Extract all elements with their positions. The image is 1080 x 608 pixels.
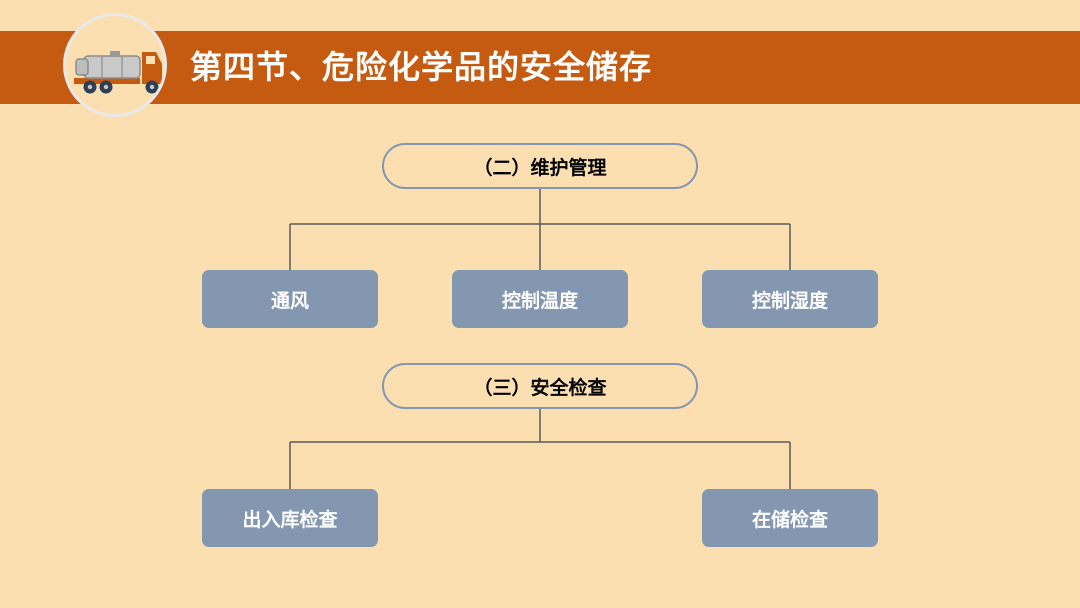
node-control-humidity: 控制湿度 xyxy=(702,270,878,328)
node-inbound-outbound-inspection: 出入库检查 xyxy=(202,489,378,547)
page-title: 第四节、危险化学品的安全储存 xyxy=(190,48,653,86)
heading-safety-inspection: （三）安全检查 xyxy=(382,363,698,409)
node-ventilation: 通风 xyxy=(202,270,378,328)
node-in-storage-inspection: 在储检查 xyxy=(702,489,878,547)
title-bar xyxy=(0,31,1080,104)
node-control-temperature: 控制温度 xyxy=(452,270,628,328)
heading-maintenance: （二）维护管理 xyxy=(382,143,698,189)
tanker-truck-icon xyxy=(63,13,167,117)
